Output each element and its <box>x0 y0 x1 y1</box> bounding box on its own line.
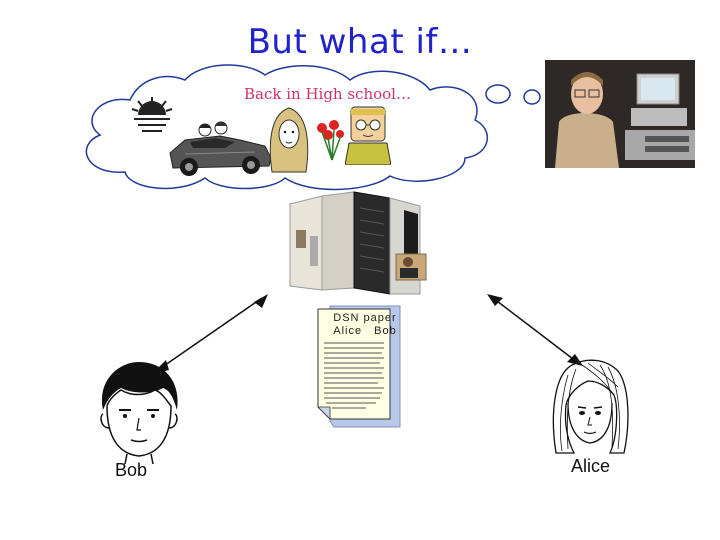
document-icon <box>317 305 401 428</box>
thought-caption: Back in High school… <box>244 85 411 103</box>
document-title-line2: Alice Bob <box>333 325 397 337</box>
flowers-icon <box>317 120 344 161</box>
document-title-line1: DSN paper <box>333 312 397 324</box>
bidirectional-arrow-icon <box>152 294 268 374</box>
sun-icon <box>131 97 173 132</box>
alice-face-icon <box>552 359 629 454</box>
convertible-car-icon <box>169 121 272 176</box>
girl-portrait-icon <box>269 107 309 173</box>
bob-label: Bob <box>115 460 148 480</box>
mainframe-computer-icon <box>289 191 427 295</box>
nerd-boy-icon <box>345 106 391 165</box>
bidirectional-arrow-icon <box>487 294 583 366</box>
alice-label: Alice <box>571 456 611 476</box>
slide-title: But what if… <box>247 22 473 62</box>
nerd-photo <box>545 60 695 168</box>
bob-face-icon <box>100 362 178 464</box>
